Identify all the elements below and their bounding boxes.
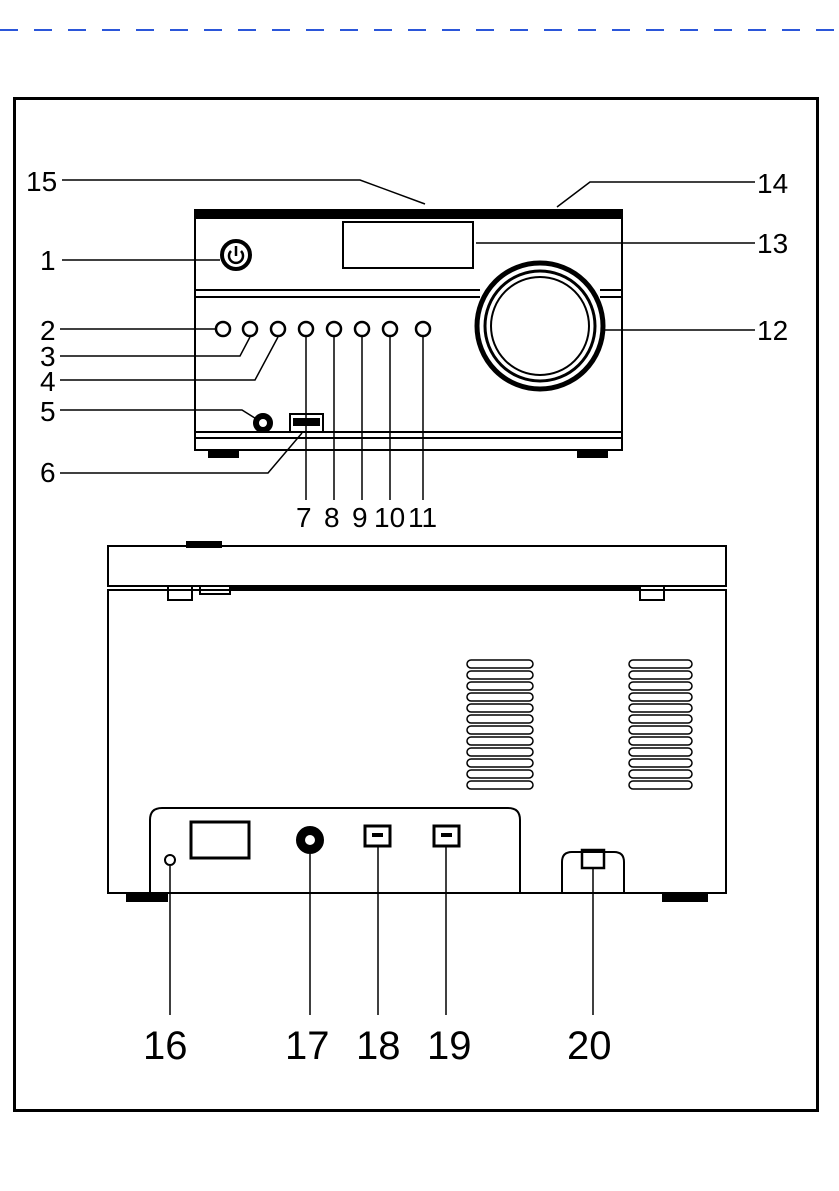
callout-6: 6 [40, 457, 56, 488]
vent-slot [467, 770, 533, 778]
vent-grille-left [467, 660, 533, 789]
front-foot-right [578, 450, 607, 457]
front-button-8 [327, 322, 341, 336]
vent-slot [629, 748, 692, 756]
vent-slot [467, 781, 533, 789]
rear-callouts: 16 17 18 19 20 [143, 1024, 612, 1068]
vent-slot [629, 781, 692, 789]
vent-grille-right [629, 660, 692, 789]
vent-slot [467, 693, 533, 701]
rear-foot-right [663, 893, 707, 901]
front-top-edge [195, 210, 622, 219]
front-button-4 [271, 322, 285, 336]
front-button-9 [355, 322, 369, 336]
leader-4 [60, 337, 278, 380]
front-button-10 [383, 322, 397, 336]
vent-slot [467, 726, 533, 734]
front-button-3 [243, 322, 257, 336]
front-display [343, 222, 473, 268]
vent-slot [467, 704, 533, 712]
rear-power-switch [191, 822, 249, 858]
vent-slot [467, 671, 533, 679]
vent-slot [629, 660, 692, 668]
rear-hinge-left [168, 586, 192, 600]
headphone-jack-hole [259, 419, 267, 427]
vent-slot [629, 682, 692, 690]
vent-slot [467, 660, 533, 668]
front-view [60, 180, 755, 500]
callout-17: 17 [285, 1024, 330, 1068]
vent-slot [629, 759, 692, 767]
callout-13: 13 [757, 228, 788, 259]
leader-3 [60, 337, 250, 356]
callout-12: 12 [757, 315, 788, 346]
callout-1: 1 [40, 245, 56, 276]
callout-19: 19 [427, 1024, 472, 1068]
vent-slot [629, 726, 692, 734]
front-button-11 [416, 322, 430, 336]
vent-slot [467, 748, 533, 756]
front-leader-lines [60, 180, 755, 500]
vent-slot [629, 770, 692, 778]
callout-8: 8 [324, 502, 340, 533]
rear-cabinet [108, 590, 726, 893]
volume-knob-inner [491, 277, 589, 375]
speaker-terminal-left-pins [372, 833, 383, 837]
antenna-socket-pin [305, 835, 315, 845]
leader-5 [60, 410, 258, 420]
rear-lid [108, 546, 726, 586]
callout-4: 4 [40, 366, 56, 397]
callout-15: 15 [26, 166, 57, 197]
vent-slot [629, 737, 692, 745]
callout-20: 20 [567, 1024, 612, 1068]
vent-slot [467, 715, 533, 723]
vent-slot [629, 704, 692, 712]
callout-5: 5 [40, 396, 56, 427]
vent-slot [467, 737, 533, 745]
front-foot-left [209, 450, 238, 457]
callout-9: 9 [352, 502, 368, 533]
callout-7: 7 [296, 502, 312, 533]
reset-hole [165, 855, 175, 865]
leader-14 [557, 182, 755, 207]
vent-slot [629, 715, 692, 723]
rear-hinge-right [640, 586, 664, 600]
rear-view [108, 542, 726, 1015]
callout-14: 14 [757, 168, 788, 199]
volume-knob-outer [477, 263, 603, 389]
leader-15 [62, 180, 425, 204]
vent-slot [467, 759, 533, 767]
callout-16: 16 [143, 1024, 188, 1068]
callout-10: 10 [374, 502, 405, 533]
vent-slot [629, 671, 692, 679]
vent-slot [467, 682, 533, 690]
vent-slot [629, 693, 692, 701]
speaker-terminal-right-pins [441, 833, 452, 837]
front-button-7 [299, 322, 313, 336]
volume-knob-ring [485, 271, 595, 381]
rear-foot-left [127, 893, 167, 901]
rear-leader-lines [170, 847, 593, 1015]
callout-11: 11 [408, 502, 437, 533]
front-button-2 [216, 322, 230, 336]
callout-18: 18 [356, 1024, 401, 1068]
